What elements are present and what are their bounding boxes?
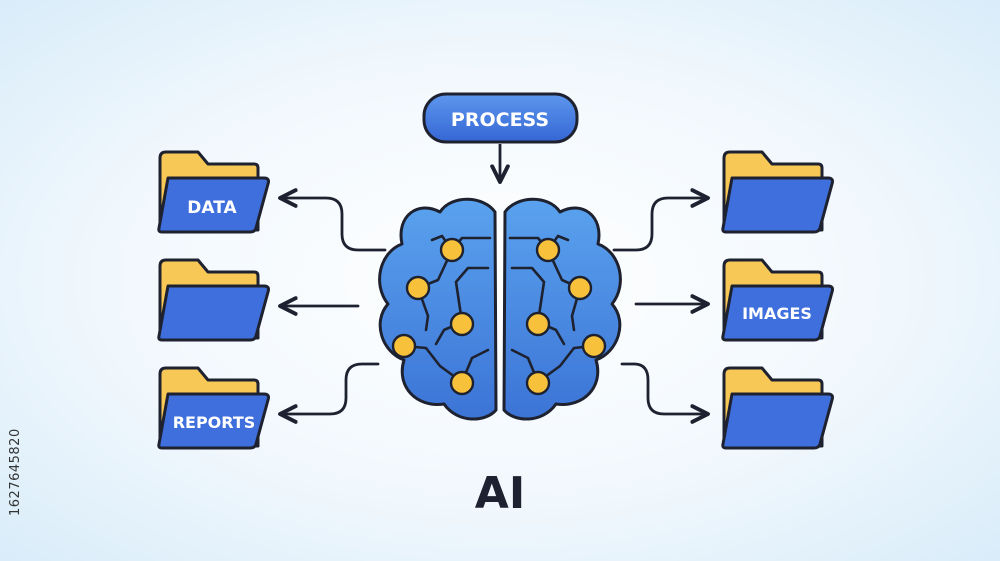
brain-nodes [391,237,607,396]
folder-reports: REPORTS [157,366,270,450]
stock-image-id: 1627645820 [8,428,23,516]
process-node: PROCESS [422,92,579,144]
ai-title: AI [475,468,525,519]
brain-icon [378,197,622,421]
folder-images: IMAGES [721,258,834,342]
folder-reports-label: REPORTS [173,413,256,432]
folder-left-middle [157,258,270,342]
folder-data: DATA [157,150,270,234]
folder-right-bottom [721,366,834,450]
arrow-to-right-top [612,188,710,252]
arrow-to-right-bottom [620,362,710,424]
process-label: PROCESS [451,109,549,131]
arrow-to-data [278,188,387,252]
folder-data-label: DATA [187,198,237,218]
arrow-to-reports [278,362,380,424]
brain-right-hemisphere [502,197,622,421]
brain-left-hemisphere [378,197,498,421]
folder-right-top [721,150,834,234]
folder-images-label: IMAGES [742,304,812,323]
